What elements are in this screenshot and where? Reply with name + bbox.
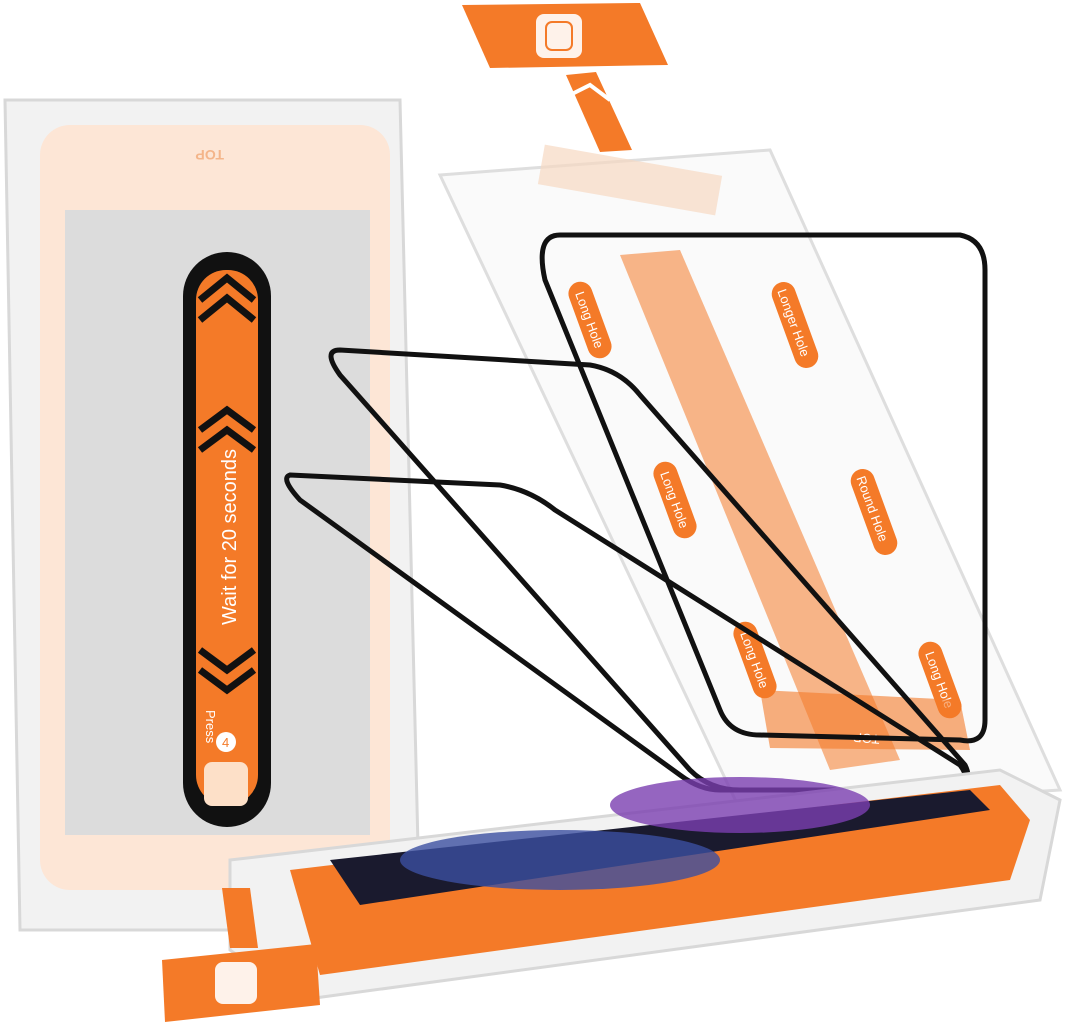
film-1 bbox=[539, 232, 988, 744]
alignment-tray-lid: Long Hole Longer Hole Long Hole Round Ho… bbox=[437, 144, 1063, 812]
fingerprint-icon bbox=[215, 962, 257, 1004]
bottom-pull-tab bbox=[162, 888, 320, 1022]
instruction-sticker: Wait for 20 seconds Press 4 bbox=[183, 252, 271, 827]
fingerprint-icon bbox=[204, 762, 248, 806]
step-number: 4 bbox=[222, 735, 229, 750]
wait-instruction: Wait for 20 seconds bbox=[219, 449, 241, 625]
base-tray bbox=[228, 768, 1062, 1002]
top-label: TOP bbox=[195, 147, 224, 163]
fingerprint-icon bbox=[536, 14, 582, 58]
top-pull-tab bbox=[462, 3, 668, 152]
press-label: Press bbox=[203, 710, 218, 744]
